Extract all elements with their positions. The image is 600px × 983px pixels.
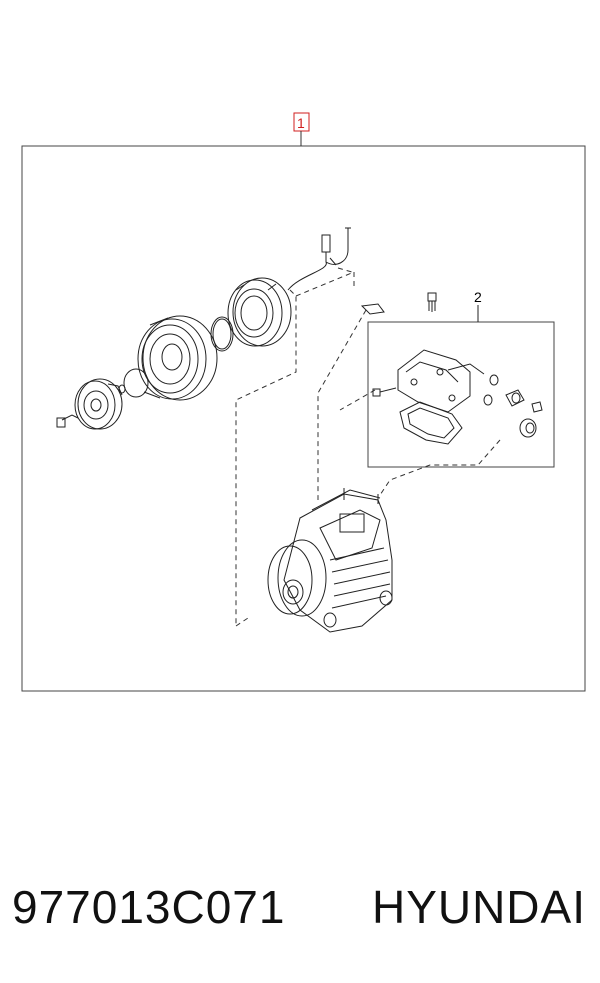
brand-name: HYUNDAI xyxy=(371,881,586,933)
bracket-subassembly-frame xyxy=(367,321,555,468)
part-number: 977013C071 xyxy=(12,881,286,933)
wire-connector xyxy=(287,227,351,291)
bracket-screw xyxy=(372,387,397,397)
compressor-body xyxy=(267,488,393,633)
snap-ring-small xyxy=(123,368,149,398)
clutch-hub xyxy=(74,378,123,430)
small-clip xyxy=(360,303,385,315)
snap-ring-large xyxy=(210,316,234,352)
footer: 977013C071 HYUNDAI xyxy=(0,880,600,950)
field-coil xyxy=(227,277,292,347)
main-assembly-frame xyxy=(21,145,586,692)
mounting-bracket xyxy=(397,349,485,413)
fitting-parts xyxy=(483,374,543,438)
bracket-bolt-top xyxy=(427,292,437,312)
hub-bolt xyxy=(56,414,79,428)
callout-1-label: 1 xyxy=(297,115,305,131)
pulley xyxy=(137,315,218,401)
callout-2-label: 2 xyxy=(474,289,482,305)
gasket xyxy=(399,401,463,445)
